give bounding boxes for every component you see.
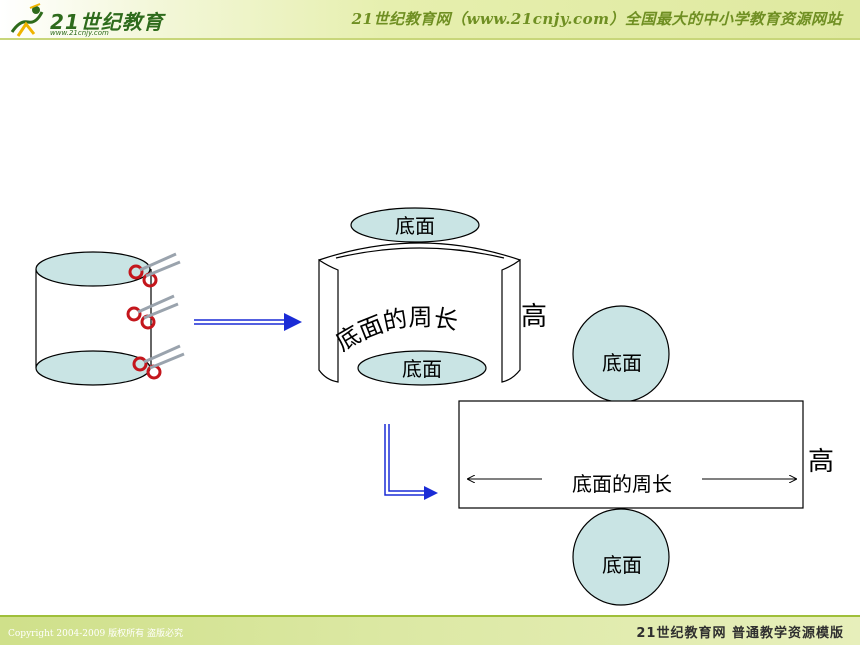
opened-top-base xyxy=(350,207,480,243)
net-rectangle xyxy=(458,400,804,509)
copyright-text: Copyright 2004-2009 版权所有 盗版必究 xyxy=(8,629,183,639)
footer-divider xyxy=(0,615,860,617)
site-logo[interactable]: 21世纪教育 www.21cnjy.com xyxy=(6,2,186,40)
net-top-circle-label: 底面 xyxy=(602,351,642,375)
transform-arrow-right xyxy=(194,313,302,331)
header-band xyxy=(0,0,860,40)
curved-circumference-text: 底面的周长 xyxy=(331,303,460,356)
header-divider xyxy=(0,38,860,40)
bottom-base-label: 底面 xyxy=(402,357,442,381)
cylinder-net xyxy=(458,305,804,606)
logo-url: www.21cnjy.com xyxy=(50,29,109,37)
source-cylinder xyxy=(35,251,152,386)
cylinder-top-base xyxy=(35,251,151,287)
logo-text: 21世纪教育 xyxy=(50,10,164,34)
opened-cylinder xyxy=(318,207,521,386)
footer-brand: 21世纪教育网 普通教学资源模版 xyxy=(636,626,844,641)
curved-height-label: 高 xyxy=(521,302,547,332)
opened-bottom-base xyxy=(357,350,487,386)
footer-band xyxy=(0,617,860,645)
scissors-icon xyxy=(132,344,185,380)
net-circumference-label: 底面的周长 xyxy=(572,472,672,496)
cylinder-bottom-base xyxy=(35,350,151,386)
net-height-label: 高 xyxy=(808,447,834,477)
scissors-icon xyxy=(128,252,181,288)
scissors-icon xyxy=(126,294,179,330)
net-bottom-circle-label: 底面 xyxy=(602,553,642,577)
transform-arrow-down xyxy=(384,424,438,500)
header-title: 21世纪教育网（www.21cnjy.com）全国最大的中小学教育资源网站 xyxy=(351,10,842,28)
net-bottom-circle xyxy=(572,508,670,606)
top-base-label: 底面 xyxy=(395,214,435,238)
runner-icon xyxy=(10,3,44,37)
curved-circumference-label: 底面的周长 xyxy=(331,303,460,356)
